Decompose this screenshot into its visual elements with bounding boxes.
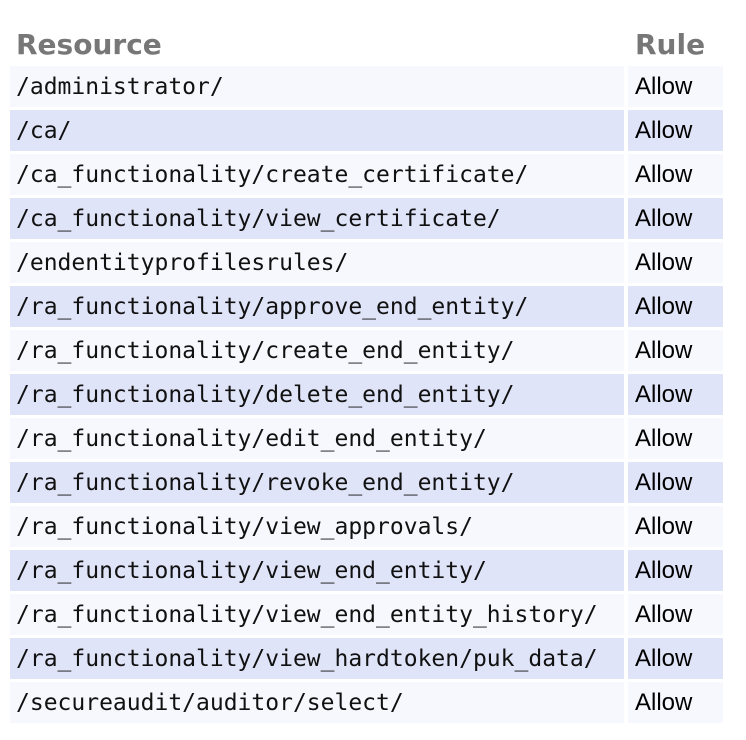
resource-cell: /ra_functionality/create_end_entity/ bbox=[10, 330, 624, 371]
access-rules-table: Resource Rule /administrator/Allow/ca/Al… bbox=[6, 0, 727, 726]
table-body: /administrator/Allow/ca/Allow/ca_functio… bbox=[10, 66, 723, 723]
table-row: /ra_functionality/view_hardtoken/puk_dat… bbox=[10, 638, 723, 679]
table-row: /ra_functionality/edit_end_entity/Allow bbox=[10, 418, 723, 459]
resource-cell: /ra_functionality/edit_end_entity/ bbox=[10, 418, 624, 459]
resource-cell: /ca_functionality/create_certificate/ bbox=[10, 154, 624, 195]
table-row: /ra_functionality/revoke_end_entity/Allo… bbox=[10, 462, 723, 503]
table-row: /ra_functionality/create_end_entity/Allo… bbox=[10, 330, 723, 371]
table-row: /ra_functionality/approve_end_entity/All… bbox=[10, 286, 723, 327]
table-row: /ra_functionality/view_approvals/Allow bbox=[10, 506, 723, 547]
table-header-row: Resource Rule bbox=[10, 3, 723, 63]
resource-cell: /ra_functionality/view_approvals/ bbox=[10, 506, 624, 547]
rule-cell: Allow bbox=[628, 330, 723, 371]
resource-cell: /ra_functionality/view_hardtoken/puk_dat… bbox=[10, 638, 624, 679]
rule-cell: Allow bbox=[628, 110, 723, 151]
rule-cell: Allow bbox=[628, 286, 723, 327]
table-row: /ra_functionality/view_end_entity/Allow bbox=[10, 550, 723, 591]
table-row: /endentityprofilesrules/Allow bbox=[10, 242, 723, 283]
rule-cell: Allow bbox=[628, 418, 723, 459]
table-row: /ca_functionality/view_certificate/Allow bbox=[10, 198, 723, 239]
rule-cell: Allow bbox=[628, 242, 723, 283]
table-row: /secureaudit/auditor/select/Allow bbox=[10, 682, 723, 723]
rule-cell: Allow bbox=[628, 374, 723, 415]
rule-cell: Allow bbox=[628, 154, 723, 195]
resource-cell: /ra_functionality/approve_end_entity/ bbox=[10, 286, 624, 327]
table-row: /ra_functionality/delete_end_entity/Allo… bbox=[10, 374, 723, 415]
column-header-resource: Resource bbox=[16, 28, 162, 61]
resource-cell: /endentityprofilesrules/ bbox=[10, 242, 624, 283]
resource-cell: /ca/ bbox=[10, 110, 624, 151]
table-row: /ca_functionality/create_certificate/All… bbox=[10, 154, 723, 195]
resource-cell: /administrator/ bbox=[10, 66, 624, 107]
rule-cell: Allow bbox=[628, 682, 723, 723]
column-header-rule: Rule bbox=[635, 28, 706, 61]
resource-cell: /ra_functionality/revoke_end_entity/ bbox=[10, 462, 624, 503]
resource-cell: /ra_functionality/view_end_entity/ bbox=[10, 550, 624, 591]
table-row: /ca/Allow bbox=[10, 110, 723, 151]
rule-cell: Allow bbox=[628, 638, 723, 679]
table-row: /administrator/Allow bbox=[10, 66, 723, 107]
rule-cell: Allow bbox=[628, 550, 723, 591]
rule-cell: Allow bbox=[628, 198, 723, 239]
rule-cell: Allow bbox=[628, 462, 723, 503]
resource-cell: /ra_functionality/view_end_entity_histor… bbox=[10, 594, 624, 635]
rule-cell: Allow bbox=[628, 506, 723, 547]
table-row: /ra_functionality/view_end_entity_histor… bbox=[10, 594, 723, 635]
rule-cell: Allow bbox=[628, 66, 723, 107]
resource-cell: /ra_functionality/delete_end_entity/ bbox=[10, 374, 624, 415]
resource-cell: /ca_functionality/view_certificate/ bbox=[10, 198, 624, 239]
resource-cell: /secureaudit/auditor/select/ bbox=[10, 682, 624, 723]
rule-cell: Allow bbox=[628, 594, 723, 635]
